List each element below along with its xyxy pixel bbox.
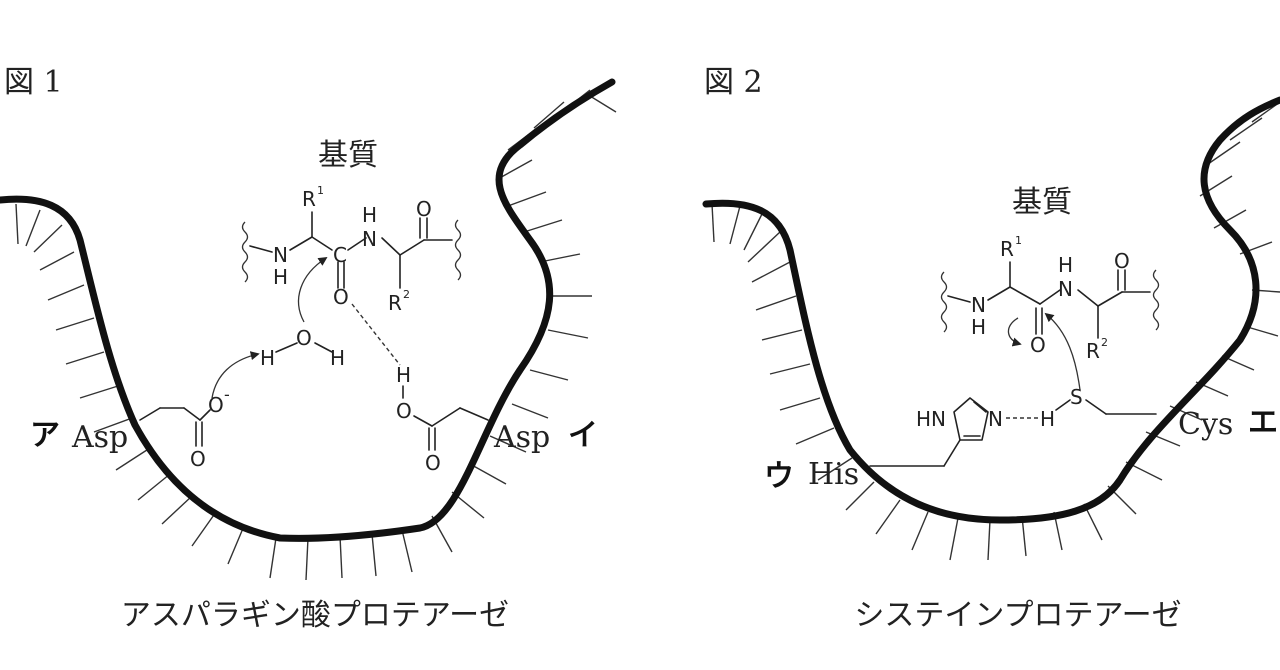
atom-amide-h: H [362, 203, 377, 227]
figure-1-proton-arrow [211, 351, 260, 399]
figure-2-electron-arrow [1007, 317, 1022, 347]
atom-ketone-o: O [1114, 249, 1130, 273]
figure-2-label: 図 2 [704, 65, 763, 100]
atom-nh-h: H [273, 265, 288, 289]
residue-mark-e: エ [1248, 405, 1278, 440]
figure-1-substrate-molecule: R 1 N H C O H N O R 2 [241, 184, 462, 315]
asp-right-oxygen-1: O [396, 399, 412, 423]
water-hydrogen-1: H [260, 346, 275, 370]
figure-2-pocket-hatching [711, 101, 1280, 561]
water-hydrogen-2: H [330, 346, 345, 370]
atom-amide-h: H [1058, 253, 1073, 277]
figure-2-residue-cys: S H Cys エ [1040, 385, 1278, 442]
atom-nh-h: H [971, 315, 986, 339]
atom-r2: R [1086, 339, 1100, 363]
atom-n: N [273, 243, 288, 267]
figure-2-substrate-molecule: R 1 N H O H N O R 2 [940, 234, 1160, 363]
wavy-bond-right [454, 219, 462, 281]
residue-mark-i: イ [568, 418, 598, 453]
residue-mark-a: ア [30, 418, 60, 453]
atom-r1-superscript: 1 [1015, 234, 1022, 247]
asp-left-charge: - [224, 385, 230, 404]
residue-his-label: His [808, 457, 859, 492]
figure-2: 図 2 [702, 65, 1280, 633]
residue-asp-left-label: Asp [71, 420, 128, 455]
figure-2-caption: システインプロテアーゼ [854, 598, 1181, 633]
figure-1-pocket-hatching [15, 89, 617, 581]
atom-n: N [971, 293, 986, 317]
atom-r2-superscript: 2 [1101, 336, 1108, 349]
cys-hydrogen: H [1040, 407, 1055, 431]
figure-1-residue-asp-left: O - O ア Asp [30, 385, 230, 471]
figure-2-residue-his: HN N ウ His [764, 397, 1003, 494]
wavy-bond-left [241, 221, 249, 283]
atom-ketone-o: O [416, 197, 432, 221]
figure-1-residue-asp-right: H O O Asp イ [396, 363, 598, 475]
asp-left-oxygen-2: O [190, 447, 206, 471]
atom-r1-superscript: 1 [317, 184, 324, 197]
residue-cys-label: Cys [1178, 407, 1233, 442]
figure-2-enzyme-pocket-wall [702, 96, 1280, 524]
figure-1-caption: アスパラギン酸プロテアーゼ [121, 598, 509, 633]
figure-1-hydrogen-bond [351, 303, 401, 366]
atom-r2: R [388, 291, 402, 315]
figure-1-water: O H H [260, 326, 345, 370]
cys-sulfur: S [1070, 385, 1083, 409]
wavy-bond-right [1152, 269, 1160, 331]
atom-r1: R [1000, 237, 1014, 261]
atom-r1: R [302, 187, 316, 211]
figure-1-nucleophilic-arrow [297, 257, 328, 323]
asp-right-oxygen-2: O [425, 451, 441, 475]
figure-1-substrate-title: 基質 [318, 138, 378, 173]
residue-asp-right-label: Asp [493, 420, 550, 455]
his-hn: HN [916, 407, 946, 431]
atom-amide-n: N [1058, 277, 1073, 301]
atom-carbonyl-o: O [1030, 333, 1046, 357]
asp-left-oxygen-1: O [208, 393, 224, 417]
water-oxygen: O [296, 326, 312, 350]
atom-amide-n: N [362, 227, 377, 251]
his-n: N [988, 407, 1003, 431]
atom-r2-superscript: 2 [403, 288, 410, 301]
wavy-bond-left [940, 271, 948, 333]
figure-1-enzyme-pocket-wall [0, 78, 616, 542]
imidazole-ring [953, 397, 989, 441]
atom-carbonyl-o: O [333, 285, 349, 309]
residue-mark-u: ウ [764, 459, 794, 494]
asp-right-hydrogen: H [396, 363, 411, 387]
figure-1-label: 図 1 [4, 65, 63, 100]
figure-2-nucleophilic-arrow [1044, 312, 1081, 391]
atom-carbonyl-c: C [333, 243, 347, 267]
figure-2-substrate-title: 基質 [1012, 185, 1072, 220]
figure-1: 図 1 [0, 65, 617, 633]
